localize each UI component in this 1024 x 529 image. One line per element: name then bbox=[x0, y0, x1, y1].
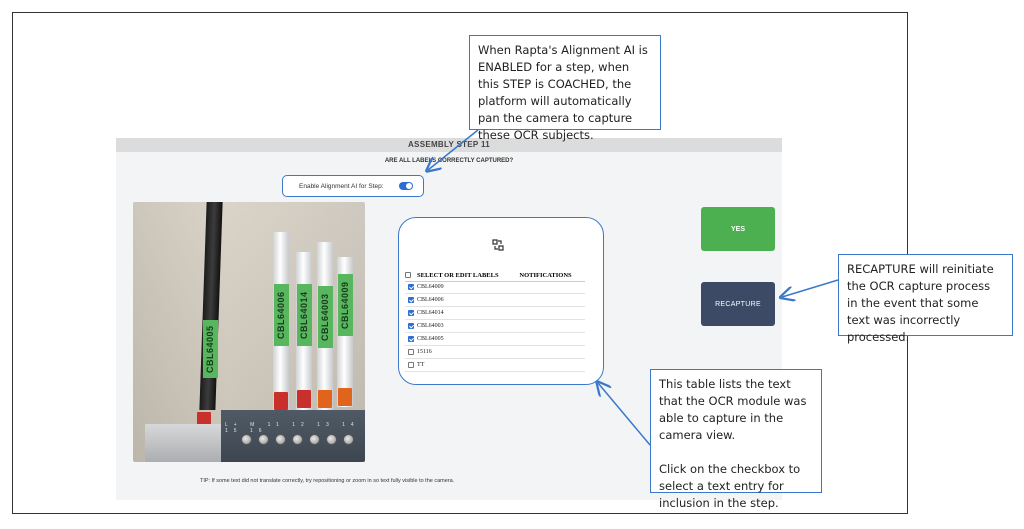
checkbox-cell bbox=[405, 281, 417, 295]
alignment-ai-label: Enable Alignment AI for Step: bbox=[299, 182, 384, 190]
wire-ferrule bbox=[338, 388, 352, 406]
select-all-checkbox[interactable] bbox=[405, 272, 411, 279]
terminal-screw bbox=[292, 434, 303, 445]
table-row[interactable]: CBL64003 bbox=[405, 319, 585, 334]
din-rail-block bbox=[145, 424, 229, 462]
terminal-numbers: L+ M 11 12 13 14 15 16 bbox=[225, 422, 360, 434]
checkbox-cell bbox=[405, 319, 417, 334]
recapture-button[interactable]: RECAPTURE bbox=[701, 282, 775, 326]
terminal-screw bbox=[309, 434, 320, 445]
wire-tag: CBL64009 bbox=[338, 274, 353, 336]
callout-recapture: RECAPTURE will reinitiate the OCR captur… bbox=[838, 254, 1013, 344]
checkbox-cell bbox=[405, 358, 417, 372]
step-question: ARE ALL LABELS CORRECTLY CAPTURED? bbox=[384, 158, 514, 164]
label-checkbox[interactable] bbox=[408, 310, 414, 317]
label-checkbox[interactable] bbox=[408, 322, 414, 329]
label-cell[interactable]: TT bbox=[417, 358, 520, 372]
checkbox-cell bbox=[405, 293, 417, 308]
callout-text: When Rapta's Alignment AI is ENABLED for… bbox=[478, 43, 648, 142]
page-title: ASSEMBLY STEP 11 bbox=[116, 138, 782, 152]
table-row[interactable]: CBL64005 bbox=[405, 332, 585, 346]
wire-ferrule bbox=[297, 390, 311, 408]
alignment-ai-toggle[interactable] bbox=[399, 182, 413, 190]
terminal-screw bbox=[343, 434, 354, 445]
callout-text: RECAPTURE will reinitiate the OCR captur… bbox=[847, 262, 994, 344]
label-checkbox[interactable] bbox=[408, 284, 414, 291]
wire-ferrule bbox=[318, 390, 332, 408]
label-selection-panel: SELECT OR EDIT LABELS NOTIFICATIONS CBL6… bbox=[398, 217, 604, 385]
labels-table: SELECT OR EDIT LABELS NOTIFICATIONS CBL6… bbox=[405, 270, 585, 372]
terminal-screw bbox=[275, 434, 286, 445]
rotate-camera-icon[interactable] bbox=[491, 238, 505, 252]
table-header-row: SELECT OR EDIT LABELS NOTIFICATIONS bbox=[405, 270, 585, 282]
notification-cell bbox=[519, 293, 585, 308]
label-cell[interactable]: 15116 bbox=[417, 345, 520, 359]
table-row[interactable]: CBL64009 bbox=[405, 281, 585, 295]
yes-button[interactable]: YES bbox=[701, 207, 775, 251]
checkbox-cell bbox=[405, 306, 417, 321]
label-checkbox[interactable] bbox=[408, 335, 414, 342]
label-cell[interactable]: CBL64006 bbox=[417, 293, 520, 308]
table-row[interactable]: CBL64014 bbox=[405, 306, 585, 321]
callout-alignment-ai: When Rapta's Alignment AI is ENABLED for… bbox=[469, 35, 661, 142]
terminal-screw bbox=[258, 434, 269, 445]
alignment-ai-toggle-row: Enable Alignment AI for Step: bbox=[282, 175, 424, 197]
assembly-step-panel: ASSEMBLY STEP 11 ARE ALL LABELS CORRECTL… bbox=[116, 138, 782, 500]
table-row[interactable]: TT bbox=[405, 358, 585, 372]
camera-view: CBL64005 CBL64006 CBL64014 CBL64003 CBL6… bbox=[133, 202, 365, 462]
checkbox-cell bbox=[405, 345, 417, 359]
label-checkbox[interactable] bbox=[408, 297, 414, 304]
wire-ferrule bbox=[274, 392, 288, 410]
tip-text: TIP: If some text did not translate corr… bbox=[200, 478, 455, 484]
notification-cell bbox=[519, 319, 585, 334]
column-header-labels: SELECT OR EDIT LABELS bbox=[417, 270, 520, 282]
wire-tag: CBL64003 bbox=[318, 286, 333, 348]
table-row[interactable]: 15116 bbox=[405, 345, 585, 359]
callout-labels-table: This table lists the text that the OCR m… bbox=[650, 369, 822, 510]
wire-tag: CBL64006 bbox=[274, 284, 289, 346]
label-cell[interactable]: CBL64005 bbox=[417, 332, 520, 346]
label-cell[interactable]: CBL64003 bbox=[417, 319, 520, 334]
label-cell[interactable]: CBL64014 bbox=[417, 306, 520, 321]
checkbox-cell bbox=[405, 332, 417, 346]
callout-text: Click on the checkbox to select a text e… bbox=[659, 462, 801, 510]
label-checkbox[interactable] bbox=[408, 348, 414, 355]
label-cell[interactable]: CBL64009 bbox=[417, 281, 520, 295]
column-header-notifications: NOTIFICATIONS bbox=[519, 270, 585, 282]
terminal-screw bbox=[326, 434, 337, 445]
notification-cell bbox=[519, 306, 585, 321]
terminal-screw bbox=[241, 434, 252, 445]
wire-tag: CBL64005 bbox=[203, 320, 218, 378]
callout-text: This table lists the text that the OCR m… bbox=[659, 377, 807, 442]
wire-tag: CBL64014 bbox=[297, 284, 312, 346]
notification-cell bbox=[519, 332, 585, 346]
notification-cell bbox=[519, 281, 585, 295]
label-checkbox[interactable] bbox=[408, 361, 414, 368]
notification-cell bbox=[519, 358, 585, 372]
table-row[interactable]: CBL64006 bbox=[405, 293, 585, 308]
notification-cell bbox=[519, 345, 585, 359]
